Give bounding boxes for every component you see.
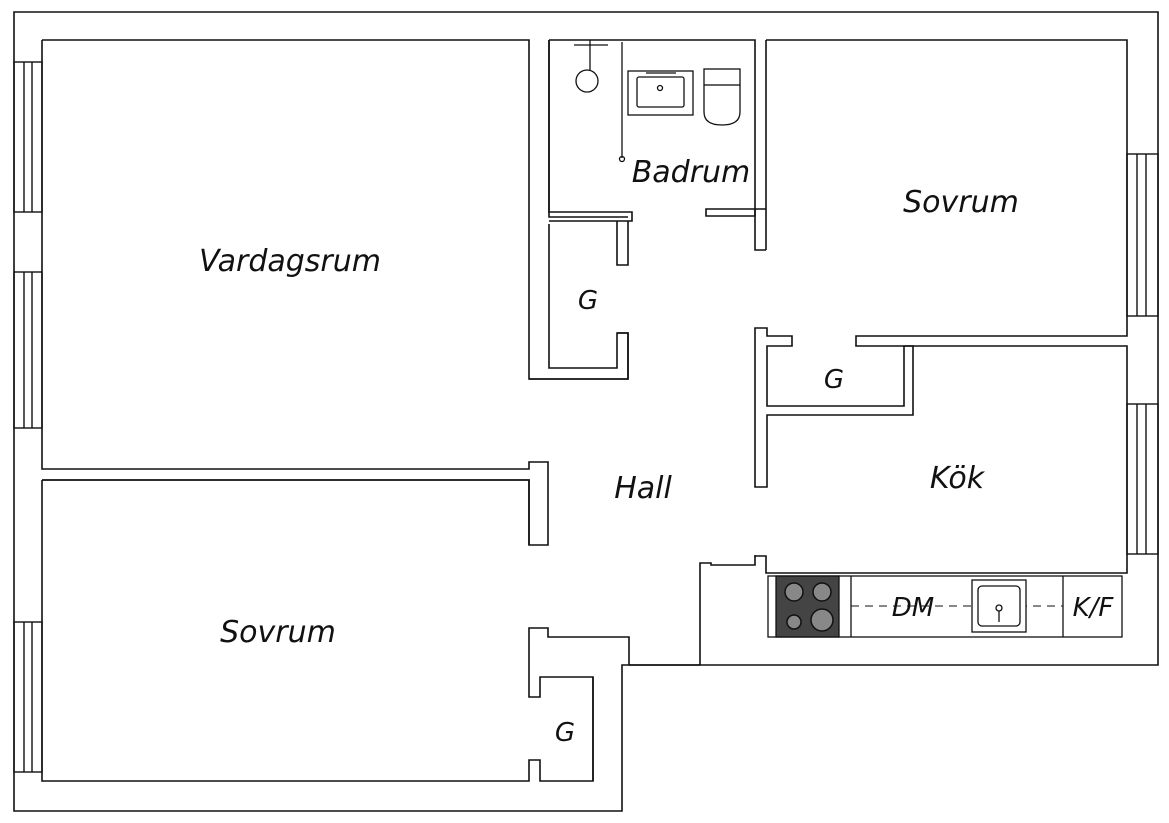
stove-icon (775, 575, 840, 638)
kitchen-sink-icon (971, 579, 1027, 633)
room-sovrum-bottom (41, 479, 630, 782)
kitchen-lower-wall (629, 556, 756, 666)
label-closet-kitchen: G (824, 365, 844, 395)
toilet-icon (703, 68, 741, 126)
label-dishwasher: DM (892, 593, 934, 623)
label-closet-bedroom: G (555, 718, 575, 748)
shower-icon (574, 40, 626, 163)
kitchen-counter (767, 575, 1123, 638)
closet-hall (529, 224, 629, 380)
closet-kitchen (754, 327, 914, 488)
label-sovrum-top: Sovrum (903, 185, 1019, 220)
label-hall: Hall (614, 471, 672, 506)
exterior-outline (13, 11, 1159, 812)
label-vardagsrum: Vardagsrum (199, 244, 381, 279)
label-fridge-freezer: K/F (1073, 593, 1115, 623)
label-sovrum-bottom: Sovrum (220, 615, 336, 650)
label-badrum: Badrum (632, 155, 751, 190)
sink-icon (627, 70, 694, 116)
closet-bedroom (592, 677, 594, 781)
label-closet-hall: G (578, 286, 598, 316)
label-kok: Kök (930, 461, 986, 496)
windows-right (1126, 153, 1159, 555)
windows-left (13, 61, 43, 773)
